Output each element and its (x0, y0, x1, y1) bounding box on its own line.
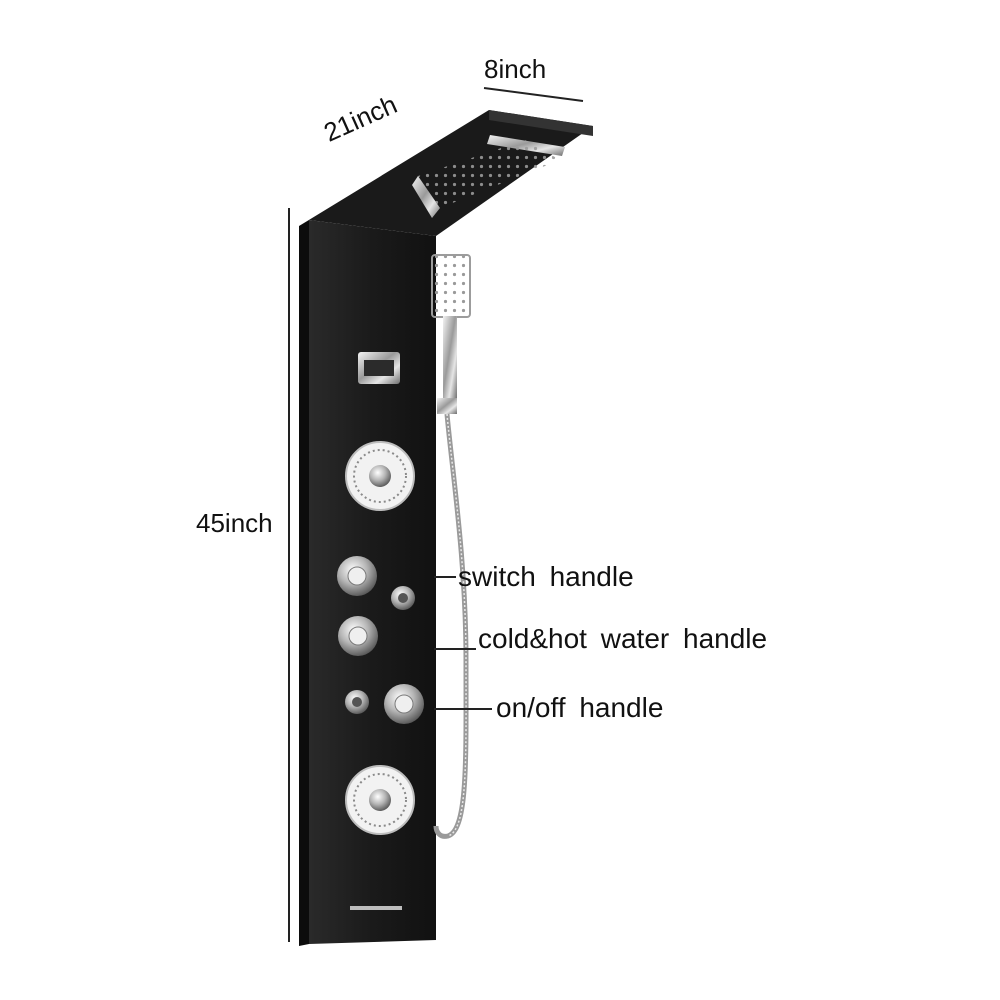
upper-body-jet[interactable] (345, 441, 415, 511)
cold-hot-water-handle-label: cold&hot water handle (478, 623, 768, 654)
shower-panel (299, 110, 593, 946)
cold-hot-water-handle-knob[interactable] (338, 616, 378, 656)
temperature-display (358, 352, 400, 384)
switch-handle-label: switch handle (458, 561, 634, 592)
switch-handle-knob[interactable] (337, 556, 377, 596)
on-off-handle-knob[interactable] (384, 684, 424, 724)
hand-shower[interactable] (431, 254, 471, 414)
small-body-jet-top[interactable] (391, 586, 415, 610)
small-body-jet-bottom[interactable] (345, 690, 369, 714)
brand-plate (350, 906, 402, 910)
width-label: 8inch (484, 54, 547, 84)
lower-body-jet[interactable] (345, 765, 415, 835)
height-label: 45inch (196, 508, 273, 538)
rain-shower-head (418, 140, 560, 208)
shower-hose (433, 413, 469, 839)
on-off-handle-label: on/off handle (496, 692, 664, 723)
shower-hose-highlight (446, 413, 467, 837)
rain-head-chrome-edge (412, 176, 440, 218)
width-dimension-line (483, 87, 584, 102)
